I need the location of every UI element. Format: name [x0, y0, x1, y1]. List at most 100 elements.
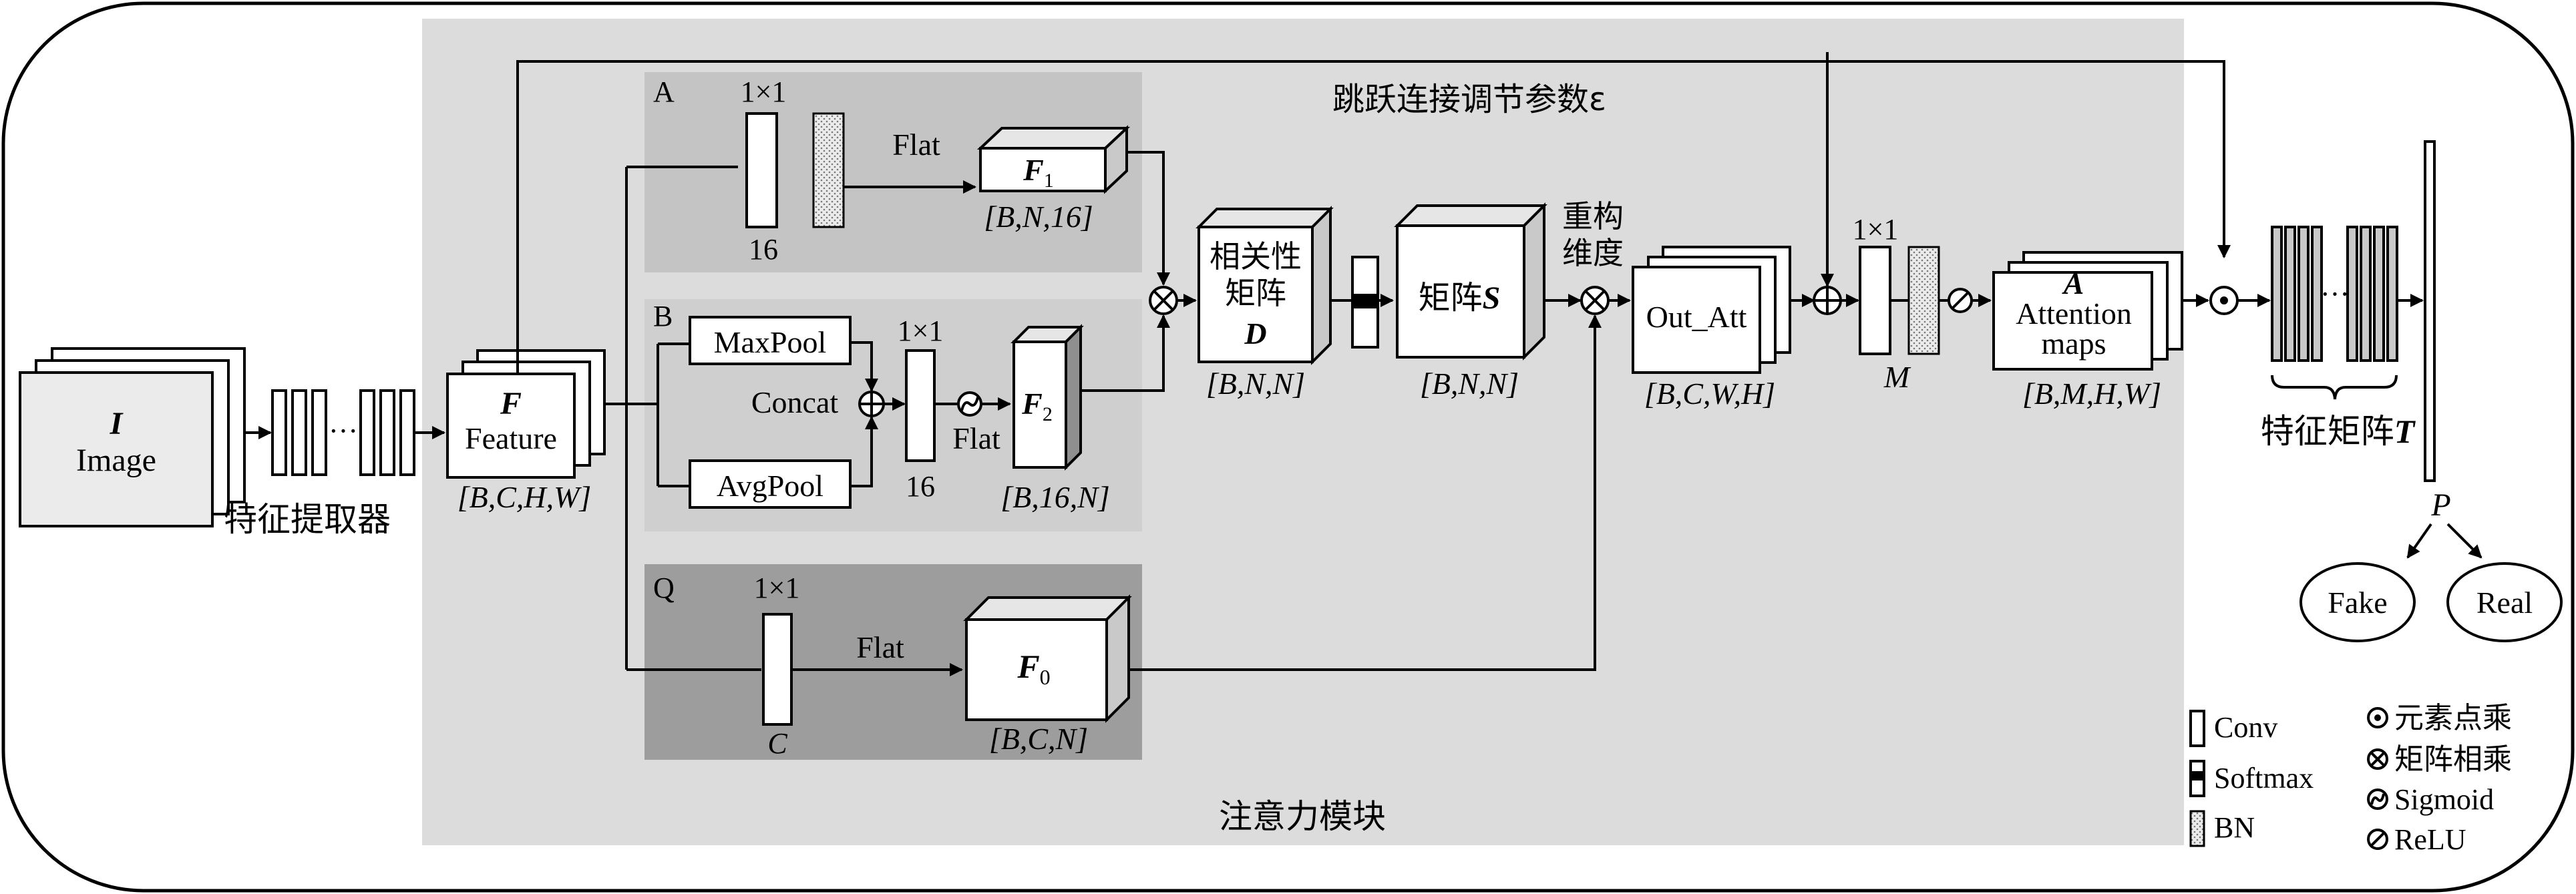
corr-matrix-line2: 矩阵	[1225, 275, 1286, 311]
matrix-s-symbol: S	[1483, 280, 1501, 316]
f0-block	[963, 594, 1132, 723]
branch-q-flat: Flat	[856, 630, 904, 664]
f2-symbol-sub: 2	[1043, 403, 1053, 425]
f0-symbol-sub: 0	[1040, 665, 1051, 689]
legend-softmax-fill	[2191, 771, 2204, 780]
skip-connection-param: 跳跃连接调节参数ε	[1332, 81, 1606, 118]
concat-add-op	[858, 391, 885, 417]
feature-shape: [B,C,H,W]	[457, 480, 592, 514]
f2-symbol-main: F	[1021, 387, 1043, 421]
fake-node	[2299, 562, 2416, 642]
attention-maps-shape: [B,M,H,W]	[2022, 377, 2161, 411]
p-vector	[2424, 140, 2436, 482]
branch-q-label: Q	[653, 572, 675, 604]
legend-conv-swatch	[2189, 710, 2205, 747]
branch-a-flat: Flat	[892, 128, 940, 162]
corr-matrix-symbol: D	[1244, 316, 1266, 351]
m-conv	[1859, 246, 1891, 355]
branch-a-conv	[745, 112, 778, 228]
f2-shape: [B,16,N]	[1000, 480, 1110, 514]
image-label: Image	[76, 443, 156, 478]
branch-b-dim: 16	[906, 470, 935, 503]
attention-maps-text1: Attention	[2016, 296, 2132, 330]
legend-relu: ReLU	[2394, 823, 2466, 856]
f1-shape: [B,N,16]	[984, 200, 1093, 234]
attention-maps-symbol: A	[2062, 266, 2084, 300]
fake-label: Fake	[2328, 586, 2387, 620]
out-att-stack	[1632, 246, 1791, 374]
matmul-op-2	[1580, 286, 1610, 315]
matrix-s-block	[1394, 202, 1547, 361]
image-input-stack	[19, 347, 246, 527]
relu-op	[1948, 288, 1973, 313]
maxpool-box	[689, 316, 852, 365]
out-att-shape: [B,C,W,H]	[1644, 377, 1775, 411]
branch-b-conv	[905, 349, 936, 462]
f1-symbol-main: F	[1023, 153, 1044, 187]
attention-maps-text2: maps	[2041, 326, 2106, 361]
feature-matrix-t	[2271, 226, 2398, 362]
maxpool-label: MaxPool	[714, 325, 827, 359]
branch-a-bn	[812, 112, 845, 228]
out-att-label: Out_Att	[1646, 300, 1747, 334]
m-bn	[1907, 246, 1940, 355]
legend-matmul-icon	[2367, 748, 2388, 770]
branch-q-dim: C	[767, 727, 787, 760]
f2-block	[1010, 324, 1084, 471]
sigmoid-op-b	[957, 391, 982, 417]
branch-a-dim: 16	[749, 233, 778, 266]
f2-symbol: F2	[1021, 387, 1053, 425]
matrix-s-shape: [B,N,N]	[1420, 367, 1519, 401]
attention-maps-stack	[1992, 251, 2183, 371]
legend-bn: BN	[2214, 811, 2255, 844]
reshape-line1: 重构	[1562, 198, 1624, 234]
extractor-dots: ···	[329, 415, 358, 447]
feature-map-stack	[446, 349, 606, 479]
f0-symbol-main: F	[1017, 648, 1039, 685]
concat-label: Concat	[751, 385, 839, 419]
m-label: M	[1883, 360, 1911, 394]
corr-matrix-shape: [B,N,N]	[1206, 367, 1305, 401]
matrix-s-label: 矩阵S	[1419, 279, 1501, 316]
branch-b-conv-size: 1×1	[898, 314, 944, 347]
feature-extractor-layers	[271, 389, 415, 476]
f1-block	[976, 125, 1131, 194]
branch-a-label: A	[653, 75, 675, 108]
p-label: P	[2430, 487, 2450, 523]
real-label: Real	[2476, 586, 2533, 620]
attention-module-label: 注意力模块	[1219, 797, 1386, 836]
real-node	[2446, 562, 2563, 642]
f1-symbol: F1	[1023, 153, 1054, 192]
residual-add-op	[1813, 286, 1842, 315]
feature-matrix-t-label: 特征矩阵T	[2261, 412, 2416, 451]
branch-b-flat: Flat	[952, 421, 1000, 455]
softmax-op	[1351, 256, 1379, 349]
legend-sigmoid-icon	[2367, 789, 2388, 810]
matmul-op-1	[1149, 286, 1178, 315]
legend-mat-mul: 矩阵相乘	[2394, 742, 2512, 776]
legend: Conv Softmax BN 元素点乘 矩阵相乘 Sigmoid ReLU	[2189, 701, 2512, 856]
avgpool-box	[689, 459, 852, 509]
feature-label: Feature	[465, 421, 557, 455]
legend-bn-swatch	[2189, 810, 2205, 847]
f0-symbol: F0	[1017, 648, 1050, 689]
image-symbol: I	[110, 406, 124, 441]
branch-q-conv	[762, 613, 793, 726]
legend-elem-mul: 元素点乘	[2394, 701, 2512, 735]
feature-extractor-label: 特征提取器	[224, 500, 391, 539]
f0-shape: [B,C,N]	[989, 722, 1088, 756]
branch-a-conv-size: 1×1	[741, 75, 787, 108]
f1-symbol-sub: 1	[1044, 170, 1054, 192]
reshape-line2: 维度	[1562, 235, 1624, 271]
corr-matrix-line1: 相关性	[1210, 238, 1302, 274]
correlation-matrix-block	[1195, 206, 1334, 365]
legend-elemmul-icon	[2367, 707, 2388, 728]
m-conv-size: 1×1	[1853, 213, 1899, 246]
feature-symbol: F	[500, 386, 522, 421]
feature-matrix-dots: ···	[2320, 278, 2350, 310]
legend-softmax: Softmax	[2214, 762, 2314, 795]
matrix-s-text: 矩阵	[1419, 279, 1483, 316]
avgpool-label: AvgPool	[717, 469, 823, 503]
elementwise-mul-op	[2209, 286, 2239, 315]
